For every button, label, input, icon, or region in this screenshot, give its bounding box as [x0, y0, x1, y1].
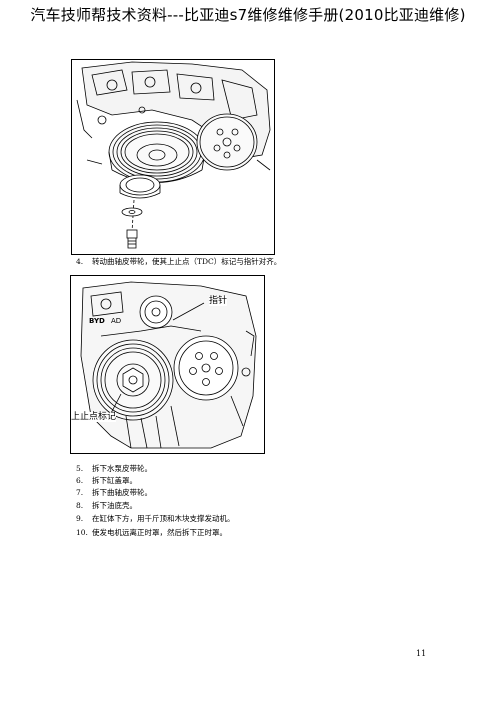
step-number: 8.: [76, 501, 84, 510]
step-text: 使发电机远离正时罩，然后拆下正时罩。: [92, 528, 227, 537]
step-text: 转动曲轴皮带轮，使其上止点（TDC）标记与指针对齐。: [92, 257, 282, 266]
step-number: 10.: [76, 528, 88, 537]
page-number: 11: [416, 649, 427, 658]
step-9: 9. 在缸体下方，用千斤顶和木块支撑发动机。: [76, 513, 235, 524]
header-title: 汽车技师帮技术资料---比亚迪s7维修维修手册(2010比亚迪维修): [30, 6, 466, 24]
step-10: 10. 使发电机远离正时罩，然后拆下正时罩。: [76, 527, 227, 538]
step-text: 拆下水泵皮带轮。: [92, 464, 152, 473]
step-7: 7. 拆下曲轴皮带轮。: [76, 487, 152, 498]
tdc-mark-label: 上止点标记: [71, 412, 117, 422]
brand-suffix-text: AD: [111, 317, 121, 325]
page-header: 汽车技师帮技术资料---比亚迪s7维修维修手册(2010比亚迪维修): [0, 4, 496, 25]
step-4: 4. 转动曲轴皮带轮，使其上止点（TDC）标记与指针对齐。: [76, 256, 281, 267]
step-number: 7.: [76, 488, 84, 497]
figure-tdc-alignment: BYD AD 指针 上止点标记: [70, 275, 265, 454]
step-number: 4.: [76, 257, 84, 266]
step-6: 6. 拆下缸盖罩。: [76, 475, 137, 486]
step-text: 拆下曲轴皮带轮。: [92, 488, 152, 497]
pointer-label: 指针: [209, 296, 228, 306]
step-text: 拆下缸盖罩。: [92, 476, 137, 485]
step-5: 5. 拆下水泵皮带轮。: [76, 463, 152, 474]
step-number: 6.: [76, 476, 84, 485]
engine-illustration-2: BYD AD: [80, 281, 257, 449]
engine-illustration-1: [76, 61, 271, 249]
step-text: 在缸体下方，用千斤顶和木块支撑发动机。: [92, 514, 235, 523]
step-number: 9.: [76, 514, 84, 523]
figure-crankshaft-pulley-removal: [71, 59, 275, 255]
step-text: 拆下油底壳。: [92, 501, 137, 510]
step-8: 8. 拆下油底壳。: [76, 500, 137, 511]
step-number: 5.: [76, 464, 84, 473]
brand-logo-text: BYD: [89, 317, 105, 325]
